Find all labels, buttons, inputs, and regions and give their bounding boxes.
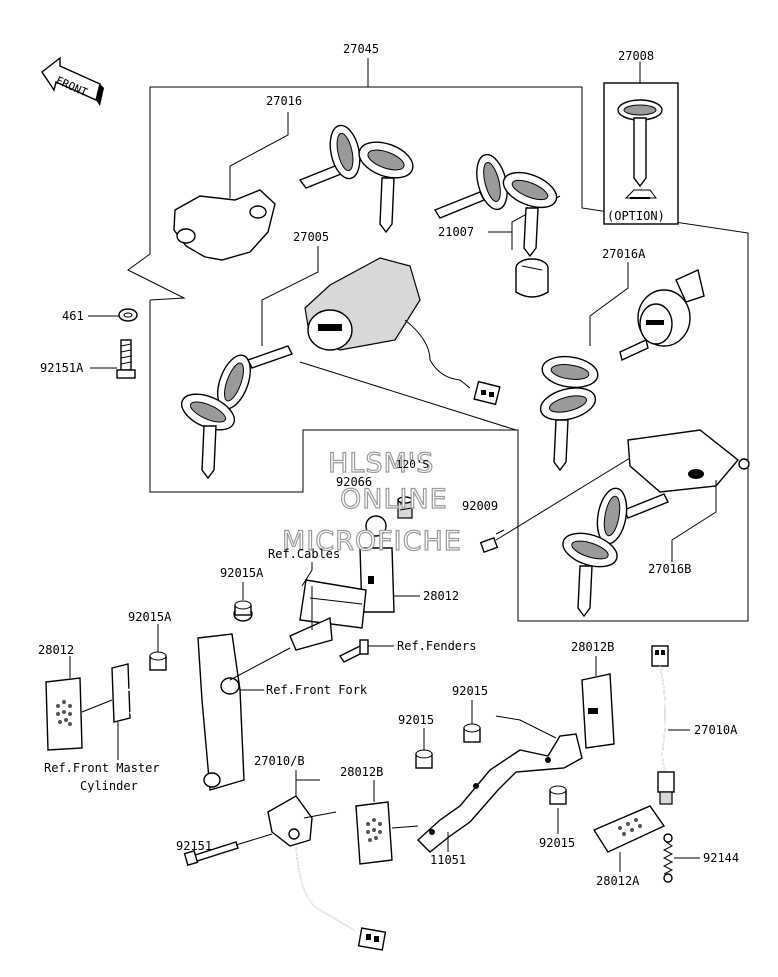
- label-27008: 27008: [618, 49, 654, 63]
- bolt-120s: [397, 496, 413, 519]
- rubber-28012B-upper: [581, 656, 615, 749]
- option-key-27008: [603, 62, 679, 225]
- label-92144: 92144: [703, 851, 739, 865]
- label-27016A: 27016A: [602, 247, 646, 261]
- label-28012B-upper: 28012B: [571, 640, 614, 654]
- label-92015-right: 92015: [539, 836, 575, 850]
- screw-92009: [479, 529, 505, 553]
- label-120s: 120'S: [396, 458, 429, 471]
- sensor-27010A: [651, 645, 690, 805]
- label-92151: 92151: [176, 839, 212, 853]
- lock-27016A: [539, 262, 705, 472]
- label-92015-mid: 92015: [398, 713, 434, 727]
- nut-92015-upper: [463, 700, 481, 743]
- label-21007: 21007: [438, 225, 474, 239]
- label-28012A: 28012A: [596, 874, 640, 888]
- set-27045-outline: [127, 58, 749, 622]
- label-92015-upper: 92015: [452, 684, 488, 698]
- cable-guide: [289, 562, 367, 651]
- nut-92015-right: [549, 785, 567, 834]
- label-27005: 27005: [293, 230, 329, 244]
- spring-92144: [662, 833, 700, 883]
- cover-27016B: [495, 429, 750, 618]
- label-28012B-lower: 28012B: [340, 765, 383, 779]
- rubber-28012-top: [359, 547, 420, 613]
- bolt-92151A: [90, 339, 136, 379]
- rubber-28012A: [592, 805, 666, 872]
- label-option: (OPTION): [607, 209, 665, 223]
- label-28012-top: 28012: [423, 589, 459, 603]
- label-11051: 11051: [430, 853, 466, 867]
- label-92015A-top: 92015A: [220, 566, 264, 580]
- label-ref-fenders: Ref.Fenders: [397, 639, 476, 653]
- ignition-27005: [181, 246, 517, 480]
- rubber-28012-left: [45, 656, 113, 751]
- part-labels: 27045 27008 (OPTION) 27016 27005 21007 2…: [38, 42, 739, 888]
- front-fork-tube: [197, 633, 291, 791]
- label-27010B: 27010/B: [254, 754, 305, 768]
- switch-27010B: [267, 770, 387, 951]
- label-27016B: 27016B: [648, 562, 691, 576]
- label-92015A-left: 92015A: [128, 610, 172, 624]
- label-ref-master-1: Ref.Front Master: [44, 761, 160, 775]
- label-ref-master-2: Cylinder: [80, 779, 138, 793]
- watermark: HLSM'S ONLINE MICROFICHE: [281, 447, 462, 557]
- label-92009: 92009: [462, 499, 498, 513]
- label-461: 461: [62, 309, 84, 323]
- watermark-line-2: ONLINE: [340, 484, 448, 515]
- bolt-92151: [183, 833, 273, 867]
- front-arrow-icon: FRONT: [41, 56, 104, 106]
- label-27045: 27045: [343, 42, 379, 56]
- grommet-92066: [365, 515, 387, 537]
- label-27010A: 27010A: [694, 723, 738, 737]
- label-27016: 27016: [266, 94, 302, 108]
- bracket-11051: [416, 715, 583, 853]
- clamp-master-cylinder: [111, 663, 161, 760]
- rubber-28012B-lower: [355, 780, 419, 865]
- label-ref-cables: Ref.Cables: [268, 547, 340, 561]
- switch-27016: [173, 112, 414, 261]
- label-92066: 92066: [336, 475, 372, 489]
- label-92151A: 92151A: [40, 361, 84, 375]
- nut-92015-mid: [415, 728, 433, 769]
- washer-461: [88, 308, 138, 322]
- label-ref-front-fork: Ref.Front Fork: [266, 683, 368, 697]
- bolt-ref-fenders: [338, 639, 394, 663]
- watermark-line-1: HLSM'S: [328, 448, 434, 479]
- key-set-21007: [433, 153, 561, 298]
- nut-92015A-top: [233, 582, 253, 622]
- watermark-line-3: MICROFICHE: [282, 526, 462, 557]
- label-28012-left: 28012: [38, 643, 74, 657]
- nut-92015A-left: [149, 624, 167, 671]
